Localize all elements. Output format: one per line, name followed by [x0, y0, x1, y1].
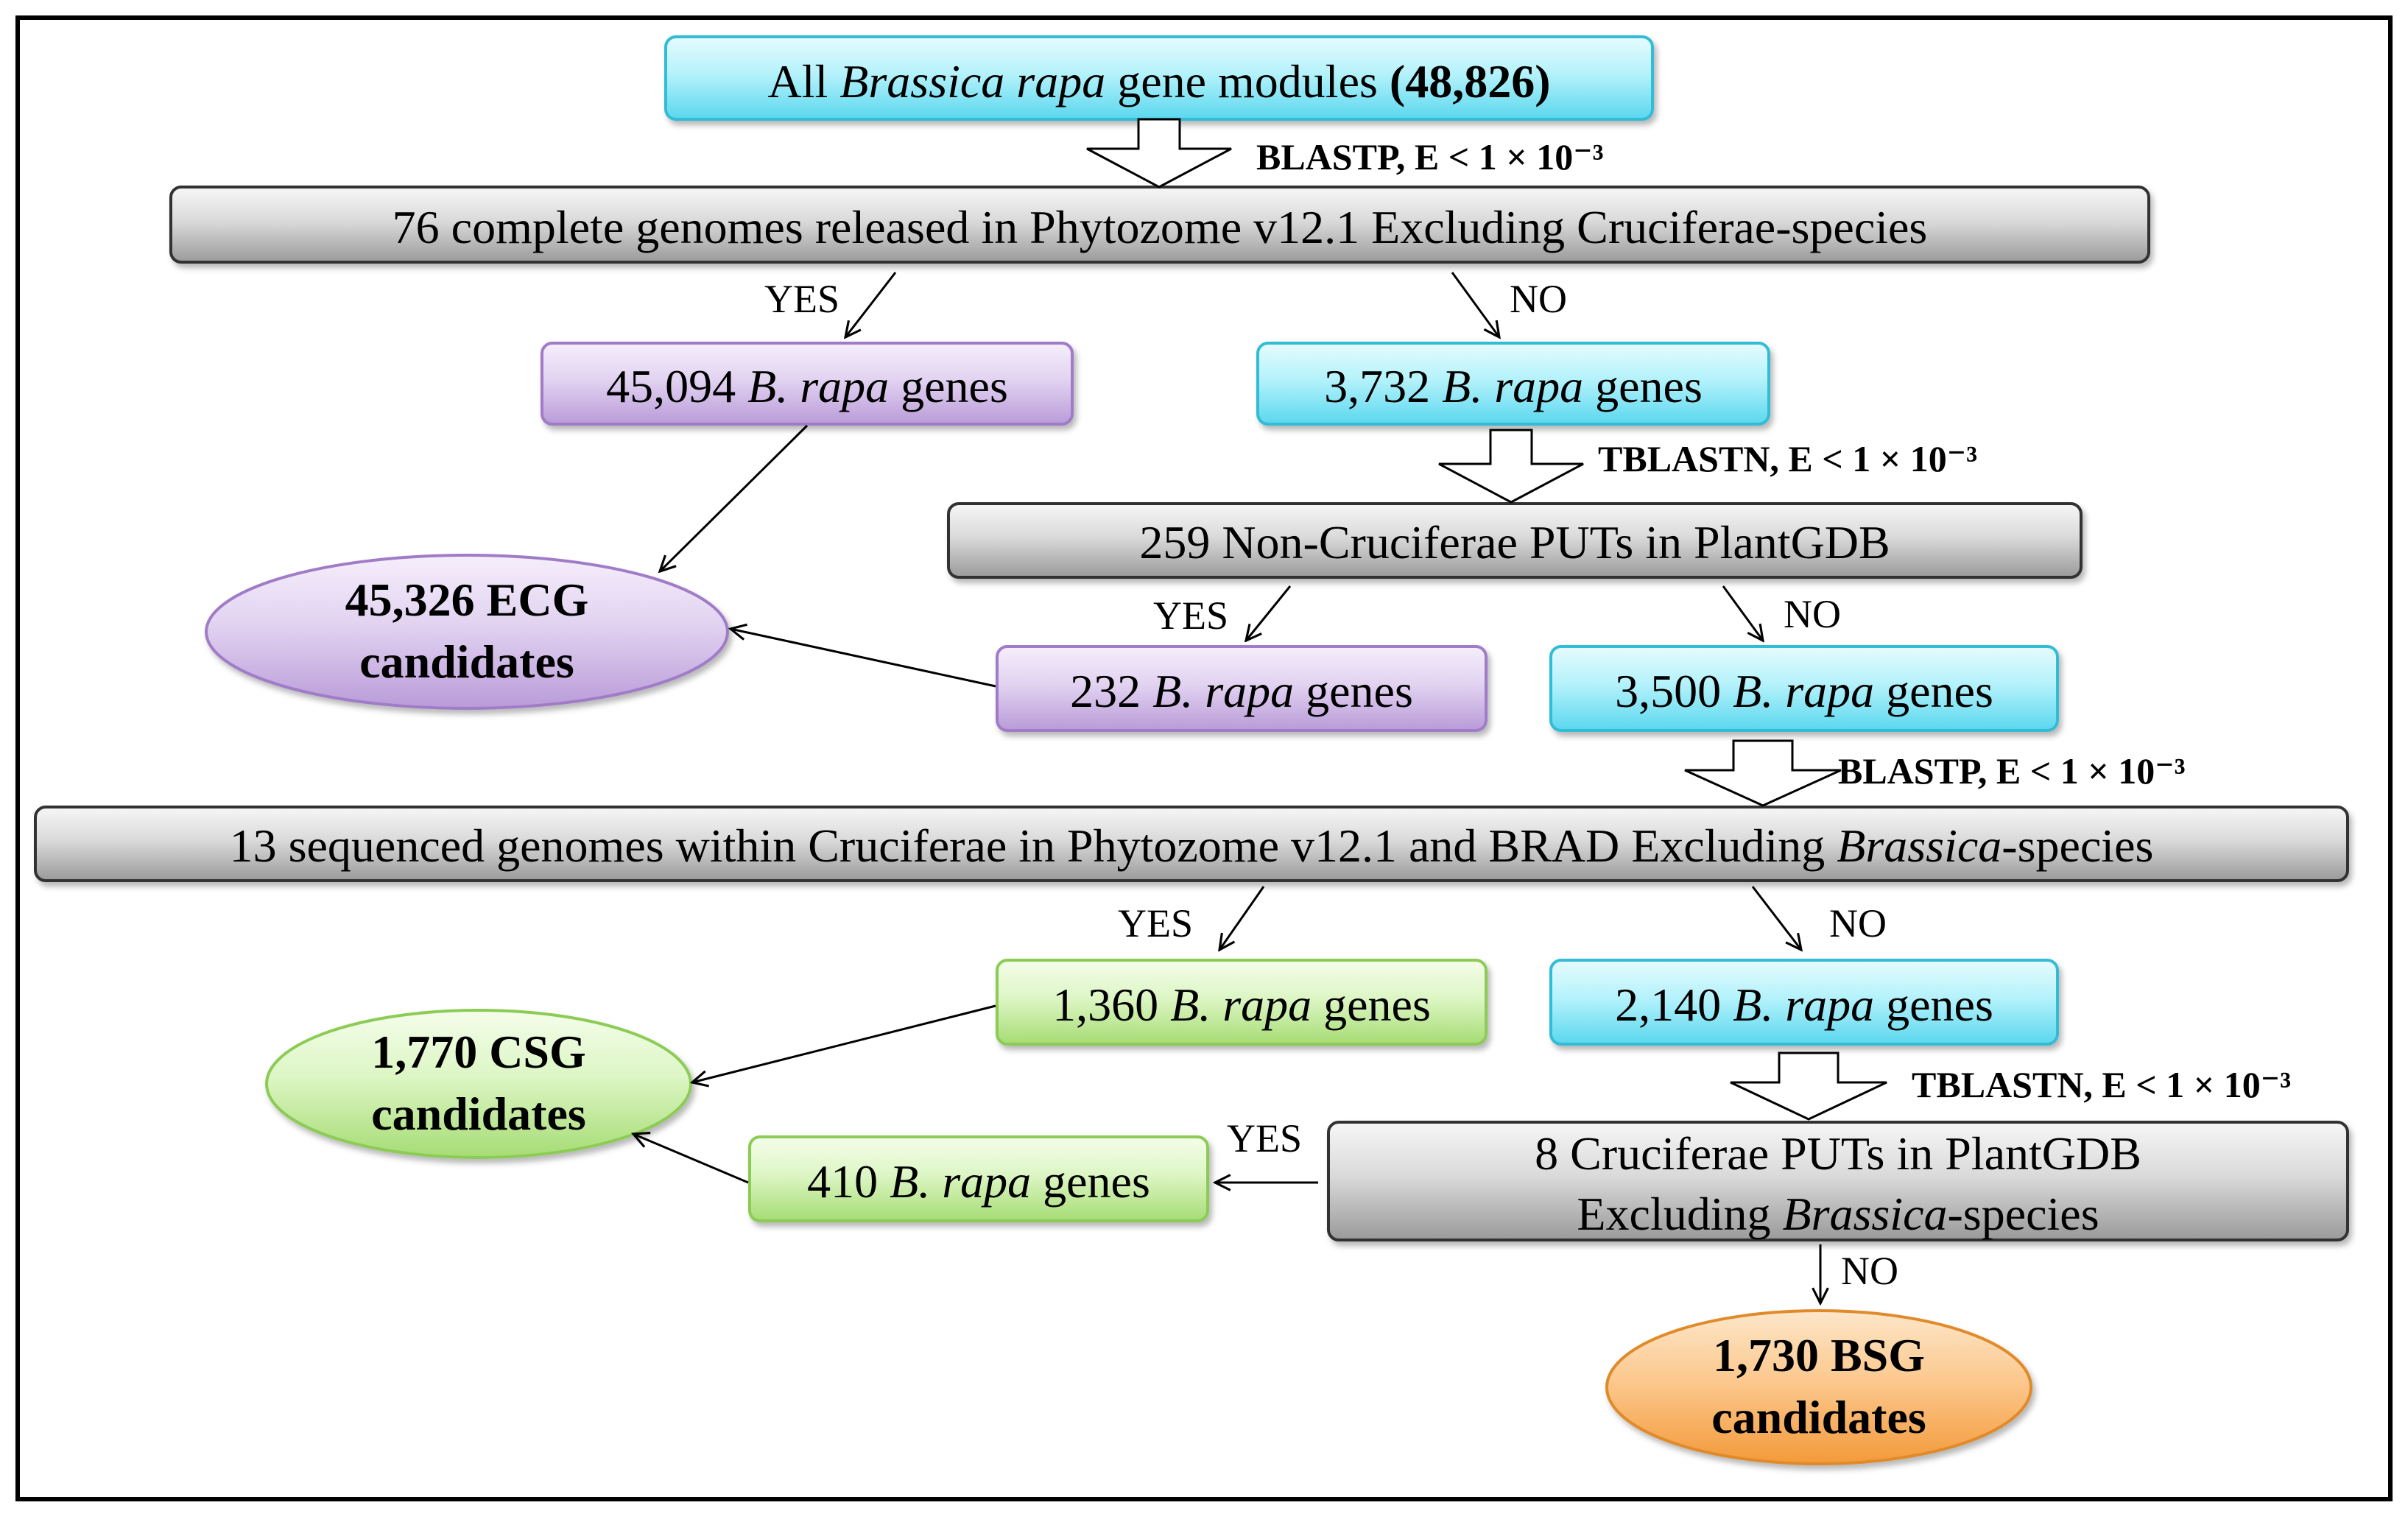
edge-label-yes-2: YES: [1153, 593, 1228, 638]
node-genes-410: 410 B. rapa genes: [748, 1135, 1209, 1222]
edge-1360-to-csg: [692, 1004, 996, 1082]
node-csg-line2: candidates: [371, 1088, 586, 1140]
step-arrow-blastp-2: [1684, 739, 1842, 807]
step-label-blastp-2: BLASTP, E < 1 × 10⁻³: [1838, 750, 2186, 792]
node-all-modules: All Brassica rapa gene modules (48,826): [664, 35, 1654, 121]
node-genes-1360-label: 1,360 B. rapa genes: [1052, 979, 1431, 1031]
node-plantgdb-8-line2: Excluding Brassica-species: [1577, 1188, 2099, 1240]
node-genes-3732-label: 3,732 B. rapa genes: [1324, 360, 1703, 412]
edge-yes-1: [845, 272, 897, 337]
node-bsg: 1,730 BSG candidates: [1605, 1309, 2032, 1465]
edge-no-1: [1451, 272, 1499, 337]
edge-label-no-2: NO: [1784, 592, 1841, 636]
node-plantgdb-259: 259 Non-Cruciferae PUTs in PlantGDB: [947, 502, 2083, 579]
node-genes-3500-label: 3,500 B. rapa genes: [1615, 665, 1993, 717]
edge-label-no-1: NO: [1510, 277, 1567, 321]
node-genes-3500: 3,500 B. rapa genes: [1549, 645, 2059, 732]
node-cruciferae-13: 13 sequenced genomes within Cruciferae i…: [34, 806, 2349, 882]
node-genes-2140: 2,140 B. rapa genes: [1549, 959, 2059, 1046]
step-label-blastp-1: BLASTP, E < 1 × 10⁻³: [1256, 136, 1604, 177]
node-plantgdb-259-label: 259 Non-Cruciferae PUTs in PlantGDB: [1139, 516, 1890, 568]
node-csg: 1,770 CSG candidates: [265, 1009, 692, 1159]
node-bsg-line1: 1,730 BSG: [1713, 1329, 1925, 1381]
node-genes-45094-label: 45,094 B. rapa genes: [606, 360, 1008, 412]
step-arrow-tblastn-1: [1438, 429, 1584, 504]
edge-45094-to-ecg: [660, 424, 809, 571]
edge-label-yes-3: YES: [1118, 901, 1193, 945]
step-arrow-tblastn-2: [1730, 1051, 1887, 1121]
node-phytozome-76: 76 complete genomes released in Phytozom…: [169, 186, 2150, 264]
node-cruciferae-13-label: 13 sequenced genomes within Cruciferae i…: [230, 820, 2154, 872]
edge-label-no-4: NO: [1841, 1249, 1898, 1293]
edge-yes-2: [1246, 585, 1292, 641]
node-ecg-line1: 45,326 ECG: [345, 574, 589, 626]
node-genes-3732: 3,732 B. rapa genes: [1256, 342, 1770, 426]
node-genes-1360: 1,360 B. rapa genes: [996, 959, 1488, 1046]
node-plantgdb-8-line1: 8 Cruciferae PUTs in PlantGDB: [1535, 1127, 2141, 1180]
step-label-tblastn-1: TBLASTN, E < 1 × 10⁻³: [1598, 438, 1977, 479]
edge-no-2: [1722, 585, 1763, 641]
edges: [633, 272, 1820, 1303]
node-ecg: 45,326 ECG candidates: [205, 554, 729, 710]
edge-label-yes-1: YES: [764, 277, 839, 321]
step-label-tblastn-2: TBLASTN, E < 1 × 10⁻³: [1912, 1064, 2291, 1105]
edge-yes-3: [1219, 886, 1265, 950]
step-arrow-blastp-1: [1086, 118, 1232, 189]
edge-410-to-csg: [633, 1134, 749, 1184]
edge-label-no-3: NO: [1829, 901, 1887, 945]
node-csg-line1: 1,770 CSG: [371, 1026, 586, 1078]
node-ecg-line2: candidates: [359, 635, 574, 688]
node-genes-2140-label: 2,140 B. rapa genes: [1615, 979, 1993, 1031]
node-phytozome-76-label: 76 complete genomes released in Phytozom…: [392, 201, 1928, 253]
node-bsg-line2: candidates: [1711, 1391, 1926, 1443]
node-genes-232: 232 B. rapa genes: [996, 645, 1488, 732]
node-genes-232-label: 232 B. rapa genes: [1070, 665, 1413, 717]
edge-232-to-ecg: [731, 629, 996, 688]
node-genes-410-label: 410 B. rapa genes: [807, 1155, 1150, 1208]
node-all-modules-label: All Brassica rapa gene modules (48,826): [768, 55, 1551, 108]
edge-no-3: [1751, 886, 1801, 950]
outer-frame: [15, 15, 2393, 1501]
node-plantgdb-8: 8 Cruciferae PUTs in PlantGDB Excluding …: [1327, 1121, 2349, 1241]
node-genes-45094: 45,094 B. rapa genes: [541, 342, 1074, 426]
edge-label-yes-4: YES: [1227, 1116, 1302, 1160]
